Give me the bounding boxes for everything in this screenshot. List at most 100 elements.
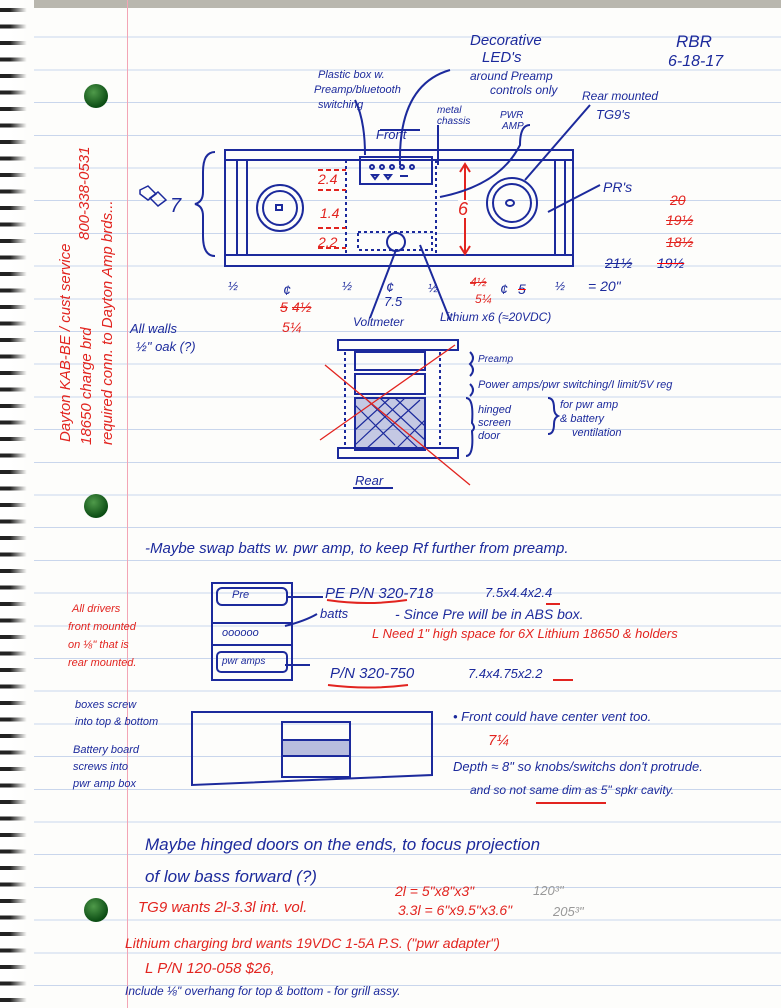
top-view-sketch (191, 711, 606, 804)
note-drivers: front mounted (68, 621, 136, 633)
label-door: screen (478, 417, 512, 429)
note-pe-dim: 7.5x4.4x2.4 (485, 585, 553, 600)
bottom-dim-red: 4½ (292, 299, 312, 315)
box-label: Pre (232, 589, 250, 601)
label-front: Front (376, 127, 407, 142)
label-walls: All walls (130, 321, 177, 336)
spiral-binding (0, 0, 34, 1008)
note-abs: - Since Pre will be in ABS box. (395, 606, 584, 622)
box-label: pwr amps (222, 656, 266, 667)
note-drivers: rear mounted. (68, 657, 137, 669)
side-note-line1: Dayton KAB-BE / cust service (57, 243, 74, 442)
width-red: 18½ (666, 234, 694, 250)
note-pn2-dim: 7.4x4.75x2.2 (468, 666, 543, 681)
note-vol33-cu: 205³" (553, 904, 584, 919)
bottom-dim: 5 (518, 281, 526, 297)
width-total: 21½ (605, 255, 633, 271)
note-boxes: into top & bottom (75, 716, 159, 728)
box-label: oooooo (222, 627, 259, 639)
binder-hole (84, 84, 108, 108)
bottom-dim-red: 4½ (470, 275, 487, 289)
label-door: door (478, 430, 501, 442)
note-vol33: 3.3l = 6"x9.5"x3.6" (398, 902, 513, 918)
note-hinged: of low bass forward (?) (145, 867, 317, 886)
note-pn2: P/N 320-750 (330, 665, 415, 682)
note-boxes: boxes screw (75, 699, 137, 711)
side-note-phone: 800-338-0531 (76, 146, 93, 240)
date: 6-18-17 (668, 53, 724, 70)
label-rear-mounted: TG9's (596, 107, 631, 122)
label-decorative: around Preamp (470, 69, 553, 83)
note-same-dim: and so not same dim as 5" spkr cavity. (470, 783, 675, 797)
label-decorative: Decorative (470, 32, 542, 49)
label-vent: & battery (560, 413, 605, 425)
note-battery: pwr amp box (73, 778, 136, 790)
side-note-line2: 18650 charge brd (78, 327, 95, 445)
width-total: 19½ (657, 255, 685, 271)
note-include: Include ⅛" overhang for top & bottom - f… (125, 984, 401, 998)
note-depth-red: 7¼ (488, 732, 509, 749)
note-hinged: Maybe hinged doors on the ends, to focus… (145, 835, 541, 854)
dim-red: 1.4 (320, 205, 340, 221)
note-drivers: on ⅛" that is (68, 639, 129, 651)
label-plastic-box: switching (318, 99, 364, 111)
bottom-dim: ½ (555, 279, 566, 293)
note-pn3: L P/N 120-058 $26, (145, 960, 275, 977)
label-voltmeter: Voltmeter (353, 315, 404, 329)
rear-view-sketch (319, 339, 561, 489)
dim-height: 7 (170, 195, 182, 217)
bottom-dim-red: 5¼ (282, 319, 302, 335)
note-battery: Battery board (73, 744, 140, 756)
note-need: L Need 1" high space for 6X Lithium 1865… (372, 626, 678, 641)
label-walls: ½" oak (?) (136, 339, 196, 354)
note-lithium-charging: Lithium charging brd wants 19VDC 1-5A P.… (125, 935, 500, 951)
note-tg9: TG9 wants 2l-3.3l int. vol. (138, 899, 308, 916)
width-red: 20 (670, 192, 686, 208)
bottom-dim: ¢ (283, 282, 291, 298)
label-door: hinged (478, 404, 512, 416)
label-plastic-box: Preamp/bluetooth (314, 84, 401, 96)
bottom-dim-red: 5¼ (475, 292, 492, 306)
binder-hole (84, 898, 108, 922)
bottom-dim-red: 5 (280, 299, 288, 315)
note-swap: -Maybe swap batts w. pwr amp, to keep Rf… (145, 540, 569, 557)
label-decorative: LED's (482, 49, 522, 66)
label-metal-chassis: chassis (437, 116, 471, 127)
dim-inner-height: 6 (458, 199, 469, 219)
stack-sketch (211, 582, 573, 689)
note-pe: PE P/N 320-718 (325, 585, 434, 602)
label-power: Power amps/pwr switching/I limit/5V reg (478, 379, 673, 391)
bottom-dim: 7.5 (384, 294, 403, 309)
note-batts: batts (320, 606, 349, 621)
label-plastic-box: Plastic box w. (318, 69, 385, 81)
label-decorative: controls only (490, 83, 558, 97)
front-fwd-icon (139, 185, 168, 207)
note-vol2: 2l = 5"x8"x3" (395, 883, 475, 899)
note-depth: Depth ≈ 8" so knobs/switchs don't protru… (453, 759, 703, 774)
bottom-dim: ¢ (500, 281, 508, 297)
dim-red: 2.2 (318, 234, 338, 250)
front-view-sketch (194, 69, 601, 321)
note-vol2-cu: 120³" (533, 883, 564, 898)
label-pwr-amp: PWR (500, 110, 524, 121)
label-pwr-amp: AMP (502, 121, 524, 132)
label-rear-mounted: Rear mounted (582, 89, 659, 103)
bottom-dim: ½ (228, 279, 239, 293)
label-rear: Rear (355, 473, 384, 488)
label-preamp: Preamp (478, 354, 514, 365)
label-metal-chassis: metal (437, 105, 462, 116)
binder-hole (84, 494, 108, 518)
label-vent: for pwr amp (560, 399, 619, 411)
side-note-line3: required conn. to Dayton Amp brds... (99, 200, 116, 445)
dim-red: 2.4 (318, 171, 338, 187)
note-drivers: All drivers (72, 603, 121, 615)
width-total: = 20" (588, 278, 621, 294)
note-front-vent: • Front could have center vent too. (453, 709, 652, 724)
width-red: 19½ (666, 212, 694, 228)
label-lithium: Lithium x6 (≈20VDC) (440, 310, 552, 324)
note-battery: screws into (73, 761, 129, 773)
bottom-dim: ¢ (386, 279, 394, 295)
margin-line (127, 0, 128, 1008)
